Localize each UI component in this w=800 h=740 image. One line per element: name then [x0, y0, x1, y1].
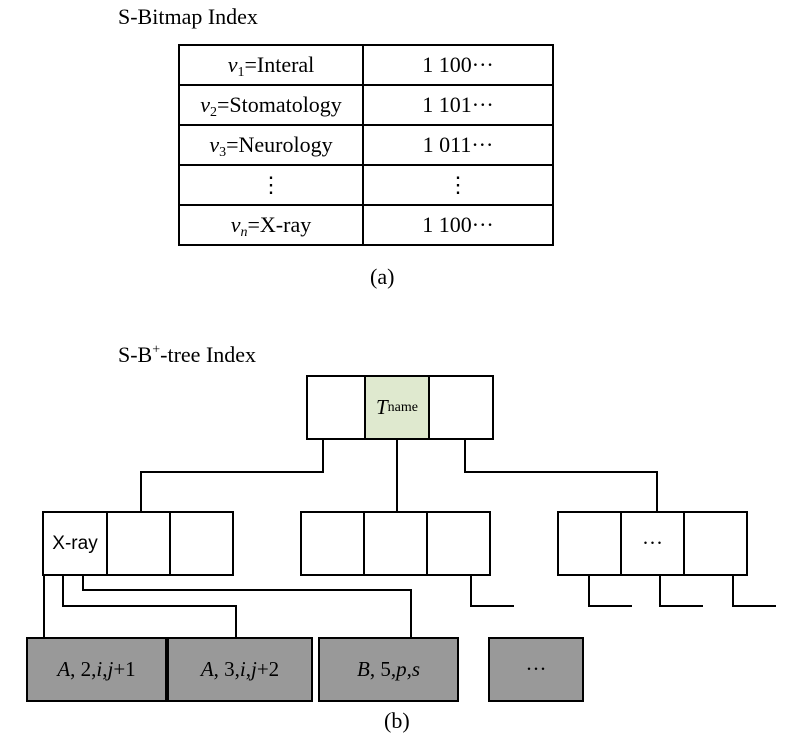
edge-xray-leaf-3 — [82, 575, 412, 638]
caption-b: (b) — [384, 708, 410, 733]
leaf-text-part: +1 — [113, 657, 136, 681]
right-child-cell-1 — [557, 511, 622, 576]
leaf-text-part: i — [96, 657, 103, 681]
bitmap-bits-cell: 1 101··· — [362, 84, 554, 126]
leaf-label-2: A, 3, i, j+2 — [168, 638, 312, 701]
leaf-text-part: , 3, — [213, 657, 240, 681]
bitmap-bits-cell: 1 100··· — [362, 44, 554, 86]
leaf-text-part: , — [406, 657, 412, 681]
leaf-label-4: ··· — [489, 638, 583, 701]
leaf-text-part: p — [396, 657, 407, 681]
leaf-4 — [488, 637, 584, 702]
bitmap-index-title: S-Bitmap Index — [118, 4, 258, 29]
tree-title-suffix: -tree Index — [160, 342, 257, 367]
bitmap-value-cell: vn=X-ray — [178, 204, 364, 246]
bitmap-bits-cell: ⋮ — [362, 164, 554, 206]
leaf-text-part: , — [102, 657, 108, 681]
root-key-main: T — [375, 395, 388, 419]
leaf-text-part: j — [107, 657, 114, 681]
bitmap-value-cell: v2=Stomatology — [178, 84, 364, 126]
value-label: =Neurology — [226, 132, 333, 157]
caption-a: (a) — [370, 264, 395, 289]
root-node-cell-3 — [428, 375, 494, 440]
value-variable: v — [230, 212, 241, 237]
leaf-text-part: B — [356, 657, 370, 681]
pointer-right-child-1 — [588, 575, 632, 607]
leaf-text-part: A — [57, 657, 71, 681]
pointer-right-child-3 — [732, 575, 776, 607]
leaf-text-part: , 5, — [369, 657, 397, 681]
middle-child-cell-3 — [426, 511, 491, 576]
tree-title-sup: + — [152, 342, 161, 358]
leaf-text-part: i — [239, 657, 246, 681]
edge-root-left — [140, 439, 324, 512]
root-node-cell-1 — [306, 375, 366, 440]
value-variable: v — [209, 132, 220, 157]
bitmap-bits-cell: 1 011··· — [362, 124, 554, 166]
tree-index-title: S-B+-tree Index — [118, 342, 256, 368]
pointer-middle-child — [470, 575, 514, 607]
value-variable: v — [227, 52, 238, 77]
bitmap-value-cell: v1=Interal — [178, 44, 364, 86]
tree-title-prefix: S-B — [118, 342, 153, 367]
value-variable: v — [200, 92, 210, 117]
leaf-label-1: A, 2, i, j+1 — [27, 638, 166, 701]
edge-root-right — [464, 439, 658, 512]
leaf-text-part: ··· — [525, 657, 547, 681]
bitmap-row: ⋮⋮ — [178, 164, 554, 206]
value-subscript: 1 — [237, 65, 245, 80]
leaf-text-part: A — [200, 657, 214, 681]
leaf-text-part: , — [245, 657, 251, 681]
bitmap-value-cell: v3=Neurology — [178, 124, 364, 166]
right-child-key-label: ··· — [642, 531, 663, 555]
left-child-key-label: X-ray — [52, 532, 98, 554]
edge-xray-leaf-2 — [62, 575, 237, 638]
left-child-cell-3 — [169, 511, 234, 576]
value-label: =X-ray — [247, 212, 312, 237]
left-child-cell-xray — [42, 511, 108, 576]
right-child-cell-dots — [620, 511, 685, 576]
leaf-text-part: s — [411, 657, 420, 681]
bitmap-bits-cell: 1 100··· — [362, 204, 554, 246]
leaf-2 — [167, 637, 313, 702]
value-subscript: n — [240, 225, 248, 240]
leaf-text-part: +2 — [256, 657, 280, 681]
bitmap-value-cell: ⋮ — [178, 164, 364, 206]
right-child-cell-3 — [683, 511, 748, 576]
value-label: ⋮ — [260, 172, 282, 197]
leaf-1 — [26, 637, 167, 702]
middle-child-cell-2 — [363, 511, 428, 576]
middle-child-cell-1 — [300, 511, 365, 576]
value-label: =Stomatology — [216, 92, 342, 117]
value-subscript: 3 — [219, 145, 227, 160]
leaf-3 — [318, 637, 459, 702]
leaf-text-part: , 2, — [70, 657, 97, 681]
leaf-text-part: j — [250, 657, 257, 681]
left-child-cell-2 — [106, 511, 171, 576]
leaf-label-3: B, 5, p, s — [319, 638, 458, 701]
value-subscript: 2 — [209, 105, 217, 120]
pointer-right-child-2 — [659, 575, 703, 607]
value-label: =Interal — [244, 52, 315, 77]
